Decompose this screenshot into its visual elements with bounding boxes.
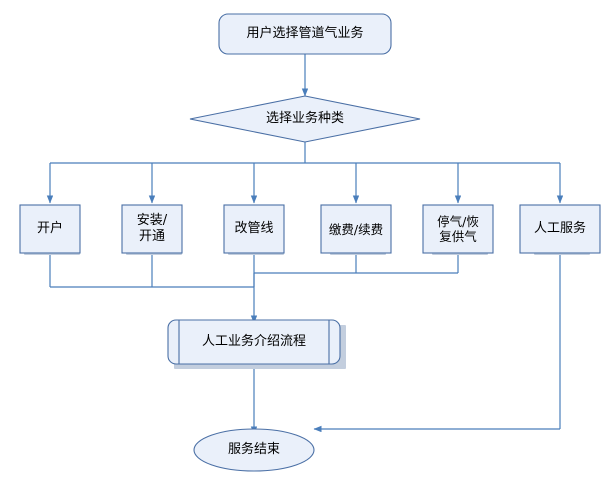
node-start[interactable]	[218, 13, 392, 55]
shape-group	[19, 13, 601, 472]
node-manual-flow[interactable]	[167, 319, 341, 365]
node-end[interactable]	[193, 428, 315, 472]
node-opt-install[interactable]	[121, 204, 183, 254]
node-opt-manual[interactable]	[519, 204, 601, 254]
connector-group	[46, 54, 564, 435]
node-choose[interactable]	[189, 95, 421, 143]
node-opt-stop[interactable]	[422, 204, 494, 254]
node-opt-pipe[interactable]	[223, 204, 285, 254]
node-opt-open[interactable]	[19, 204, 81, 254]
node-opt-pay[interactable]	[320, 204, 392, 254]
